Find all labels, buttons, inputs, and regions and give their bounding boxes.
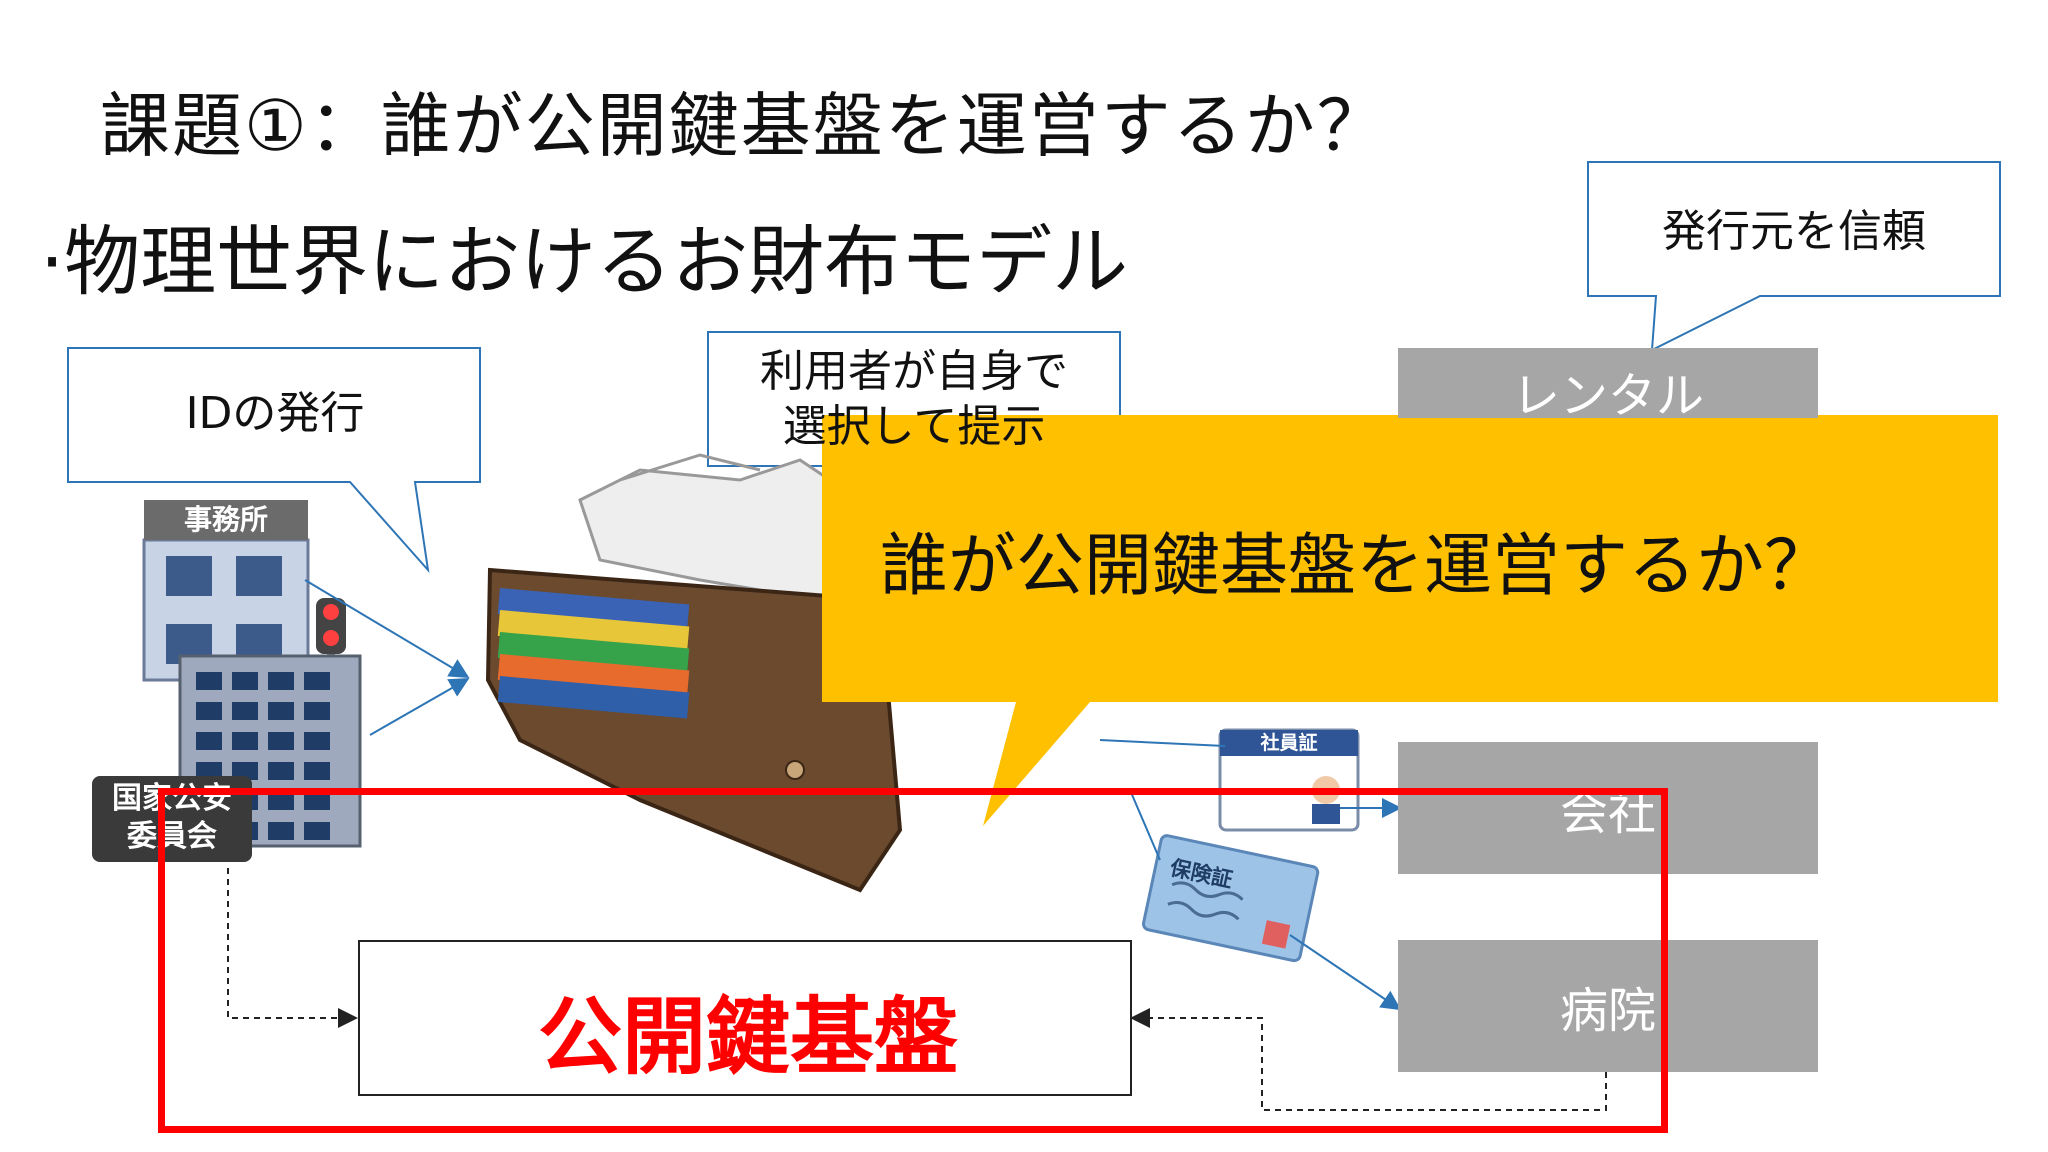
verifier-hospital: 病院 xyxy=(1398,940,1818,1072)
pki-label: 公開鍵基盤 xyxy=(538,988,959,1086)
highlight-frame xyxy=(158,788,1668,1133)
callout-user-select-line1: 利用者が自身で xyxy=(760,346,1068,397)
callout-id-issue xyxy=(67,347,481,574)
verifier-rental: レンタル xyxy=(1398,348,1818,424)
insurance-card xyxy=(1141,834,1320,963)
commission-sign xyxy=(92,776,252,862)
office-sign-label: 事務所 xyxy=(183,503,268,536)
question-banner xyxy=(822,415,1998,826)
commission-label-line2: 委員会 xyxy=(127,819,217,854)
employee-id-card xyxy=(1218,728,1360,832)
commission-label-line1: 国家公安 xyxy=(112,781,232,816)
callout-user-select-line2: 選択して提示 xyxy=(782,401,1046,452)
bullet-text: ·物理世界におけるお財布モデル xyxy=(40,217,1129,306)
pki-dashed-arrows xyxy=(227,868,1607,1111)
slide-title: 課題①：誰が公開鍵基盤を運営するか？ xyxy=(100,85,1389,167)
wallet-illustration xyxy=(485,453,903,893)
callout-id-issue-label: IDの発行 xyxy=(185,388,365,439)
commission-label: 国家公安 委員会 xyxy=(92,780,252,856)
callout-trust-issuer-label: 発行元を信頼 xyxy=(1662,206,1926,257)
banner-question: 誰が公開鍵基盤を運営するか？ xyxy=(880,527,1833,606)
callout-user-select-label: 利用者が自身で 選択して提示 xyxy=(708,344,1120,454)
employee-id-label: 社員証 xyxy=(1260,732,1318,754)
issuance-arrows xyxy=(304,579,1402,1011)
pki-box xyxy=(358,940,1132,1096)
callout-trust-issuer xyxy=(1587,161,2001,352)
